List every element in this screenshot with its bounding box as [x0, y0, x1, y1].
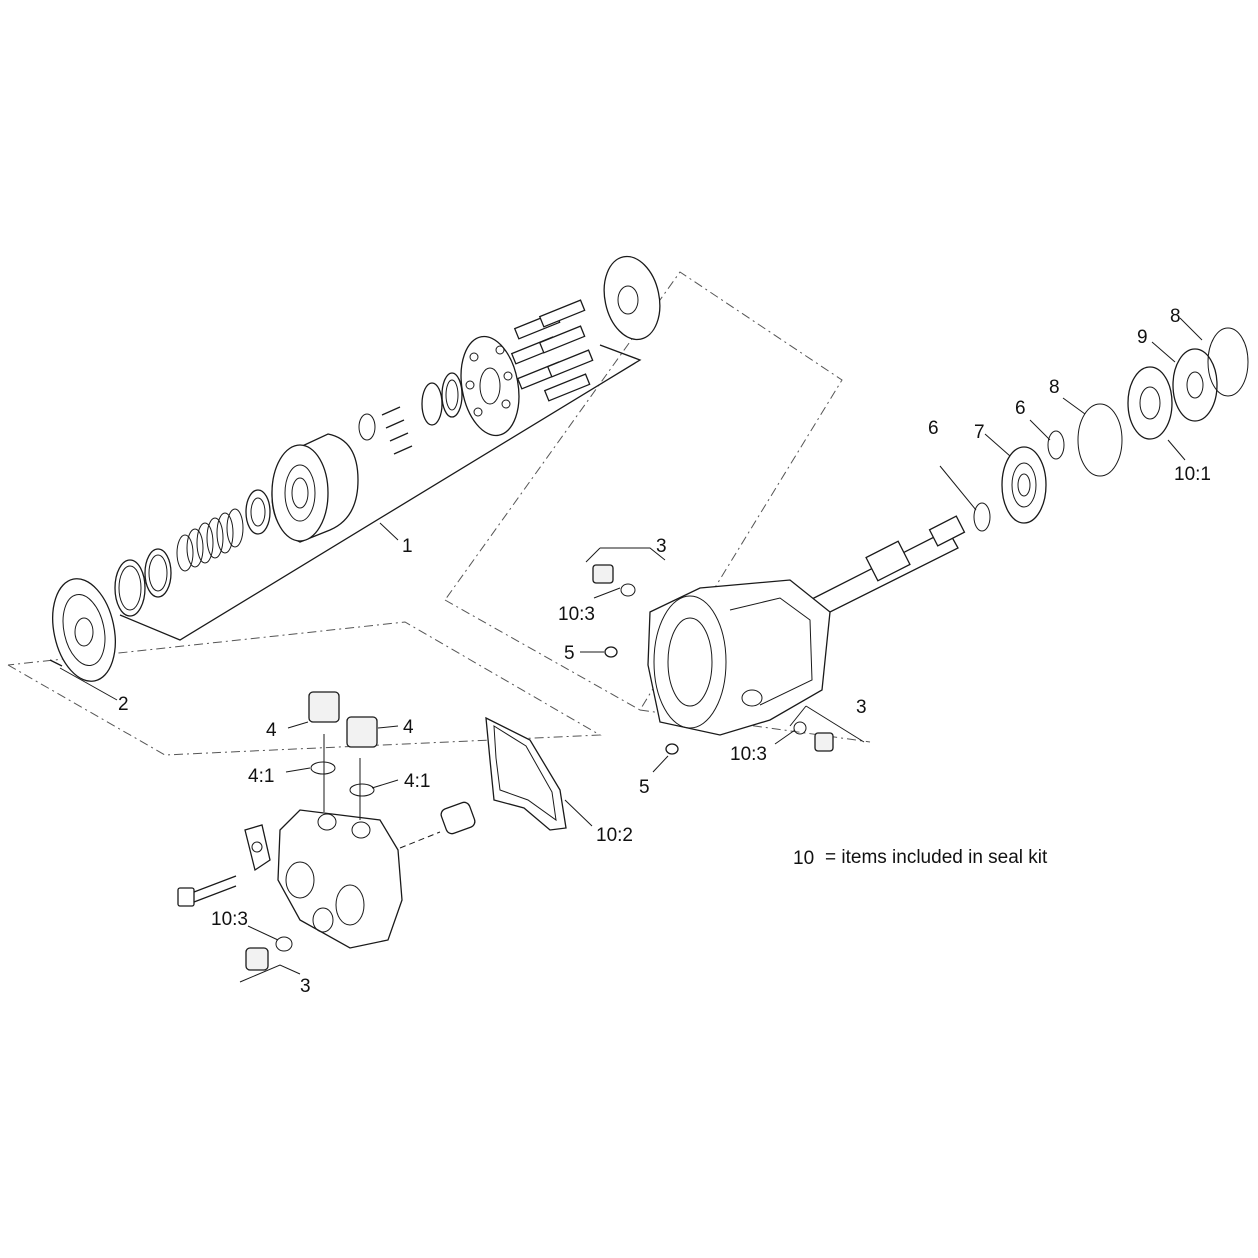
snap-rings-shaft [973, 430, 1065, 532]
plugs-housing [592, 564, 834, 755]
callout-4-right: 4 [403, 717, 414, 738]
callout-leaders-right [580, 317, 1203, 773]
dowel-pin [49, 659, 118, 701]
callout-4-left: 4 [266, 720, 277, 741]
callout-10-3-left: 10:3 [211, 909, 248, 930]
callout-5-top: 5 [564, 643, 575, 664]
valve-plate [52, 578, 116, 682]
needle-bearing [399, 801, 476, 849]
retainer-plate [460, 335, 520, 437]
callout-5-bottom: 5 [639, 777, 650, 798]
callout-3-housing-top: 3 [656, 536, 667, 557]
callout-7: 7 [974, 422, 985, 443]
retaining-rings-left [114, 548, 172, 617]
shaft-seal [1127, 366, 1173, 440]
callout-9: 9 [1137, 327, 1148, 348]
port-plugs-cover [308, 691, 378, 820]
callout-10-1: 10:1 [1174, 464, 1211, 485]
retaining-ring-8b [1207, 327, 1249, 397]
cylinder-block [271, 433, 359, 543]
end-cover [244, 809, 403, 949]
callout-6-left: 6 [928, 418, 939, 439]
ball-guide-rings [421, 372, 463, 426]
bolt [177, 875, 237, 907]
callout-8-left: 8 [1049, 377, 1060, 398]
shaft [806, 515, 966, 619]
drain-plug-cover [239, 936, 301, 983]
rotating-group-bracket [119, 344, 642, 641]
callout-3-housing-bottom: 3 [856, 697, 867, 718]
snap-ring [358, 413, 376, 441]
washer-9 [1172, 348, 1218, 422]
callout-4-1-right: 4:1 [404, 771, 430, 792]
housing [647, 579, 831, 736]
spring [176, 508, 244, 572]
callout-1: 1 [402, 536, 413, 557]
callouts: 1 2 3 3 3 4 4 4:1 4:1 5 5 6 6 7 8 8 9 10… [118, 306, 1211, 997]
swash-plate [603, 255, 661, 341]
callout-4-1-left: 4:1 [248, 766, 274, 787]
bearing [1001, 446, 1047, 524]
callout-10-2: 10:2 [596, 825, 633, 846]
retaining-ring-8a [1077, 403, 1123, 477]
seal-kit-legend: 10 = items included in seal kit [793, 847, 1048, 869]
callout-6-right: 6 [1015, 398, 1026, 419]
gasket [485, 716, 567, 831]
pins [381, 406, 413, 455]
legend-key: 10 [793, 848, 814, 869]
callout-leaders-left [247, 721, 593, 941]
callout-3-cover: 3 [300, 976, 311, 997]
legend-text: = items included in seal kit [825, 847, 1048, 868]
callout-10-3-right: 10:3 [730, 744, 767, 765]
spring-washer [245, 489, 271, 535]
callout-10-3-top: 10:3 [558, 604, 595, 625]
callout-2: 2 [118, 694, 129, 715]
callout-8-right: 8 [1170, 306, 1181, 327]
pistons [510, 299, 594, 402]
